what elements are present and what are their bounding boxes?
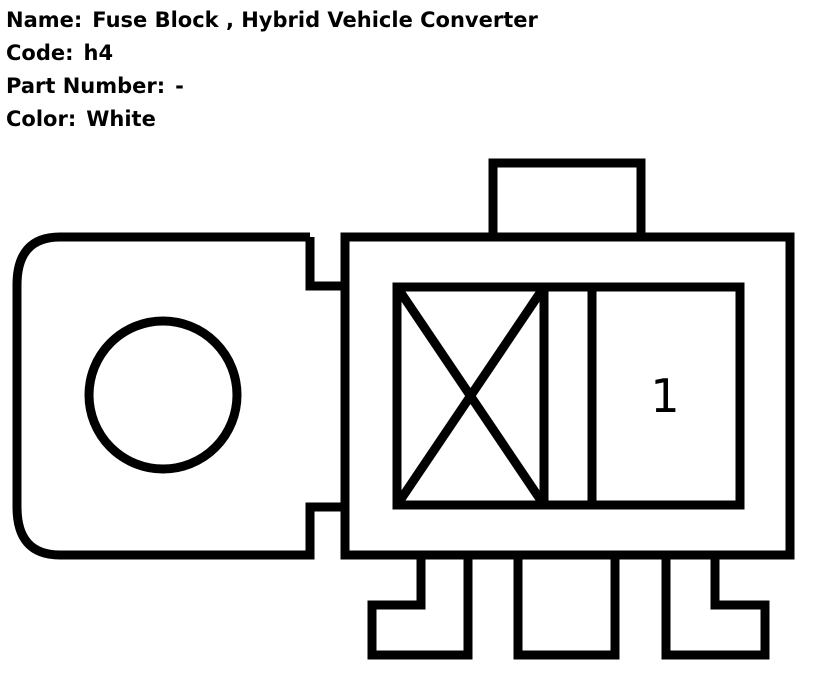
connector-name: Fuse Block , Hybrid Vehicle Converter [92,8,538,32]
connector-part-number: - [175,74,184,98]
terminal-foot-left [367,555,473,660]
color-row: Color: White [6,103,538,136]
mounting-tab-outline [12,232,345,560]
connector-housing [340,232,795,560]
connector-color: White [86,107,156,131]
part-number-row: Part Number:- [6,70,538,103]
part-number-label: Part Number: [6,74,166,98]
connector-info-block: Name: Fuse Block , Hybrid Vehicle Convert… [6,4,538,136]
code-row: Code: h4 [6,37,538,70]
name-label: Name: [6,8,83,32]
locking-latch [488,158,646,237]
cavity-frame [392,282,745,510]
name-row: Name: Fuse Block , Hybrid Vehicle Convert… [6,4,538,37]
color-label: Color: [6,107,77,131]
pin-1-label: 1 [650,369,679,423]
terminal-foot-right [661,555,770,660]
code-label: Code: [6,41,74,65]
mounting-hole [84,316,242,474]
terminal-foot-center [513,555,620,660]
blank-cavity-cross [393,284,548,508]
connector-code: h4 [83,41,114,65]
